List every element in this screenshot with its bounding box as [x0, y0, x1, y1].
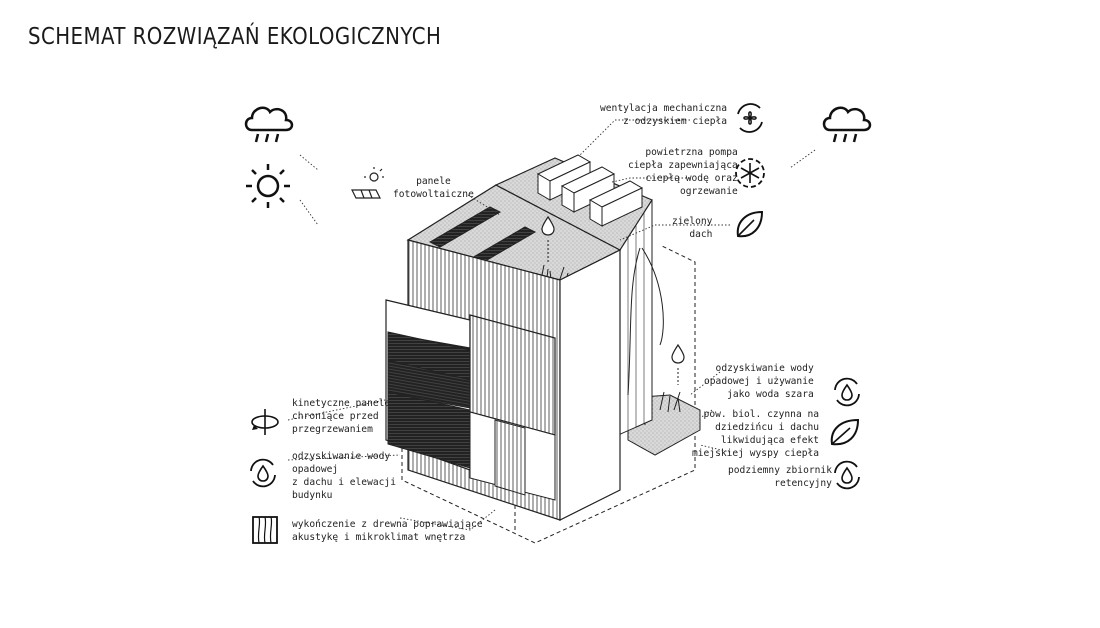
rain-cloud-icon-right	[822, 106, 872, 143]
rain-cloud-icon	[244, 106, 294, 143]
page-title: SCHEMAT ROZWIĄZAŃ EKOLOGICZNYCH	[28, 24, 442, 50]
sun-icon	[246, 164, 290, 208]
wood-panel-icon	[252, 516, 278, 544]
heat-pump-icon	[735, 158, 765, 188]
kinetic-rotate-icon	[251, 409, 279, 435]
leader-lines	[287, 119, 816, 531]
leaf-icon-courtyard	[830, 418, 860, 446]
solar-panel-icon	[351, 167, 384, 199]
rooftop-units	[536, 154, 644, 227]
leaf-icon	[736, 210, 764, 238]
south-facade	[559, 249, 621, 521]
water-recycle-icon	[834, 377, 860, 407]
water-recycle-icon-facade	[250, 458, 276, 488]
water-recycle-icon-tank	[834, 460, 860, 490]
roof-water-drop	[541, 215, 685, 364]
roof-solar-panels	[428, 206, 537, 268]
ventilation-fan-icon	[737, 103, 763, 133]
